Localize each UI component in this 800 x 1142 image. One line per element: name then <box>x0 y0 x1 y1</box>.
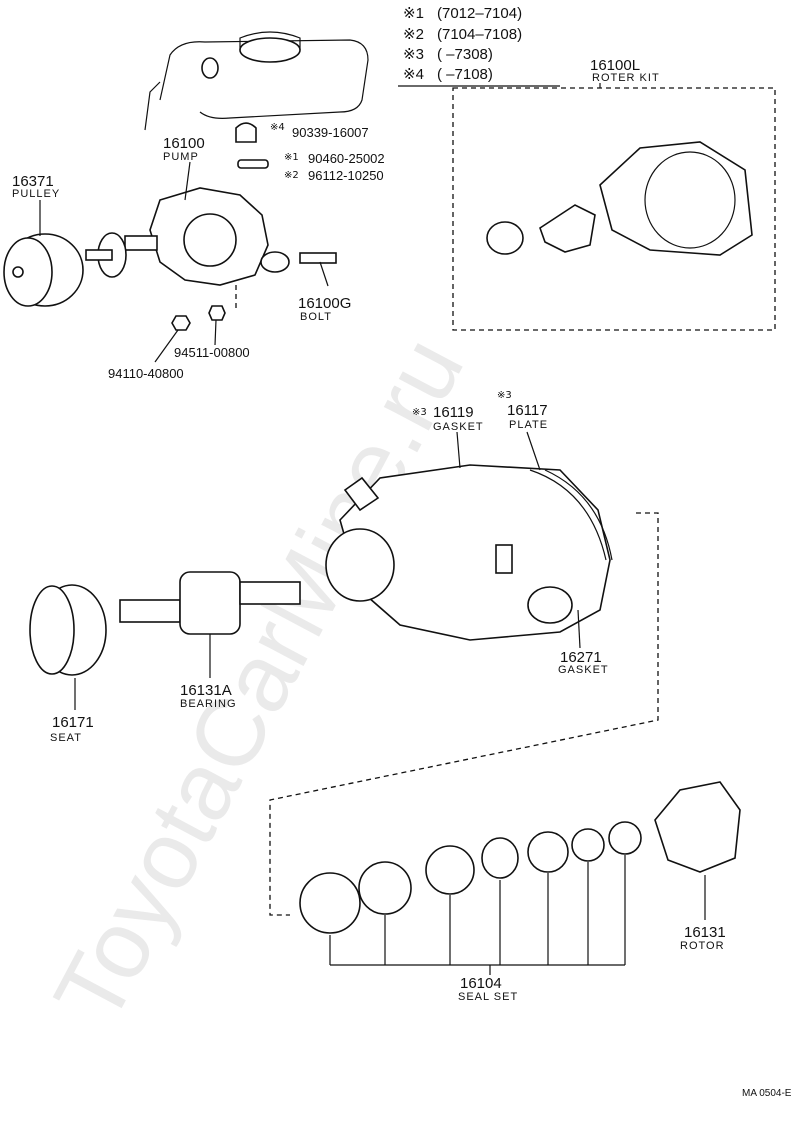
seal-set-name: SEAL SET <box>458 991 518 1003</box>
plate-16117-number: 16117 <box>507 402 548 419</box>
pulley-name: PULLEY <box>12 188 60 200</box>
water-pump-drawing <box>85 122 337 331</box>
note-range-1: (7012–7104) <box>437 5 522 22</box>
note-mark-1: ※1 <box>403 5 424 22</box>
rotor-kit-name: ROTER KIT <box>592 72 660 84</box>
callout-number-1: 90339-16007 <box>292 125 369 140</box>
engine-block-drawing <box>144 31 369 131</box>
applicability-notes: ※1 (7012–7104) ※2 (7104–7108) ※3 ( –7308… <box>398 5 560 87</box>
bearing-number: 16131A <box>180 682 232 699</box>
callout-number-3: 96112-10250 <box>308 168 384 183</box>
plate-16117-name: PLATE <box>509 419 548 431</box>
pulley-drawing <box>3 233 84 307</box>
bolt-number: 16100G <box>298 295 351 312</box>
note-mark-4: ※4 <box>403 66 424 83</box>
pump-housing-drawing <box>325 464 613 641</box>
note-mark-3: ※3 <box>403 46 424 63</box>
note-range-4: ( –7108) <box>437 66 493 83</box>
rotor-number: 16131 <box>684 924 726 941</box>
plate-16117-mark: ※3 <box>497 390 512 401</box>
callout-mark-1: ※4 <box>270 122 285 133</box>
gasket-16271-number: 16271 <box>560 649 602 666</box>
bearing-shaft-drawing <box>29 571 301 676</box>
callout-number-2: 90460-25002 <box>308 151 385 166</box>
seat-number: 16171 <box>52 714 94 731</box>
note-range-3: ( –7308) <box>437 46 493 63</box>
watermark-text: ToyotaCarMine.ru <box>34 321 484 1040</box>
callout-number-4: 94511-00800 <box>174 345 250 360</box>
leader-lines <box>39 83 706 920</box>
seal-set-drawing <box>299 781 741 975</box>
gasket-16119-number: 16119 <box>433 404 474 421</box>
callout-mark-2: ※1 <box>284 152 299 163</box>
gasket-16271-name: GASKET <box>558 664 609 676</box>
diagram-code: MA 0504-E <box>742 1088 792 1099</box>
bolt-name: BOLT <box>300 311 332 323</box>
pump-number: 16100 <box>163 135 205 152</box>
callout-mark-3: ※2 <box>284 170 299 181</box>
gasket-16119-name: GASKET <box>433 421 484 433</box>
callout-number-5: 94110-40800 <box>108 366 184 381</box>
pump-name: PUMP <box>163 151 199 163</box>
note-mark-2: ※2 <box>403 26 424 43</box>
seal-set-number: 16104 <box>460 975 502 992</box>
callout-labels: ※4 90339-16007 ※1 90460-25002 ※2 96112-1… <box>108 122 385 381</box>
note-range-2: (7104–7108) <box>437 26 522 43</box>
bearing-name: BEARING <box>180 698 237 710</box>
rotor-name: ROTOR <box>680 940 725 952</box>
rotor-kit-box <box>452 87 776 331</box>
rotor-kit-number: 16100L <box>590 57 640 74</box>
part-labels: 16100 PUMP 16100L ROTER KIT 16371 PULLEY… <box>12 57 726 1003</box>
pulley-number: 16371 <box>12 173 54 190</box>
gasket-16119-mark: ※3 <box>412 407 427 418</box>
seat-name: SEAT <box>50 732 82 744</box>
seal-set-leader <box>269 512 659 916</box>
